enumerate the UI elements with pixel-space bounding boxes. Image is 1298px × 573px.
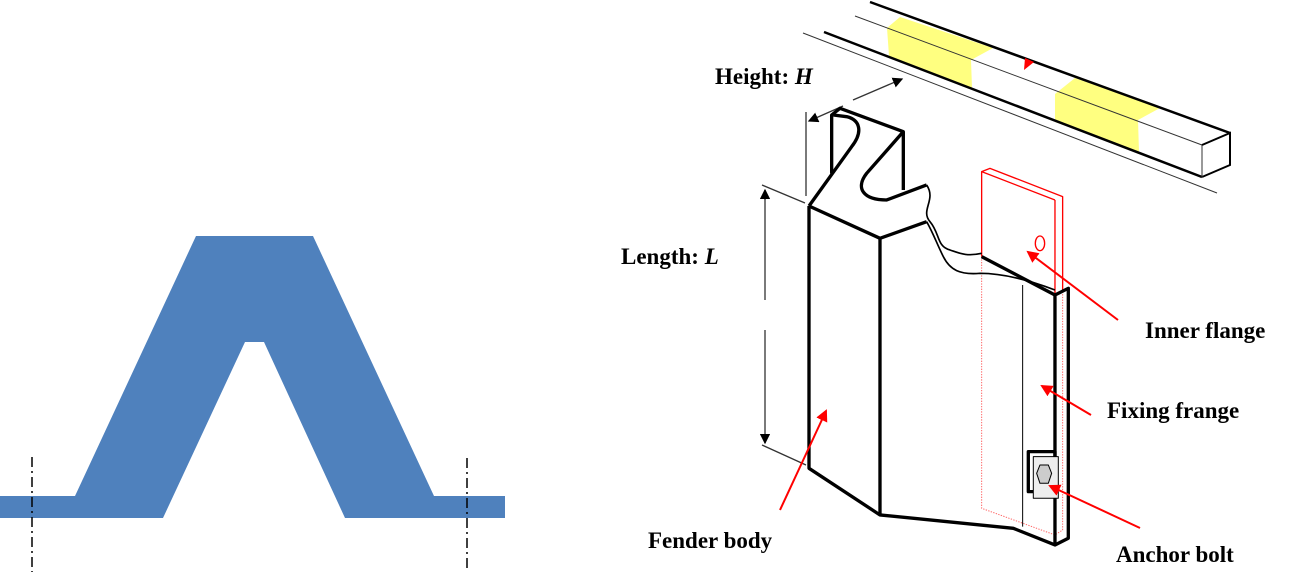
direction-arrow [1024, 58, 1034, 70]
leader-fixing-flange [1040, 384, 1092, 416]
inner-flange-label: Inner flange [1145, 318, 1266, 343]
height-dimension [805, 77, 904, 196]
rail [802, 0, 1231, 194]
height-label-text: Height: [715, 64, 795, 89]
length-label-text: Length: [621, 244, 705, 269]
leader-fender-body [779, 409, 828, 511]
leader-anchor-bolt [1048, 484, 1141, 529]
fender-3d [807, 106, 1070, 547]
height-label: Height: H [715, 64, 813, 90]
length-symbol: L [704, 244, 719, 269]
anchor-bolt-label: Anchor bolt [1116, 542, 1234, 567]
height-symbol: H [794, 64, 813, 89]
fender-profile-section [0, 236, 505, 518]
fender-body-label: Fender body [648, 528, 773, 553]
leader-inner-flange [1026, 250, 1119, 321]
anchor-bolt [1026, 449, 1059, 499]
length-dimension [759, 184, 807, 466]
leader-arrows [779, 250, 1141, 529]
length-label: Length: L [621, 244, 719, 270]
fixing-flange-label: Fixing frange [1107, 398, 1240, 423]
